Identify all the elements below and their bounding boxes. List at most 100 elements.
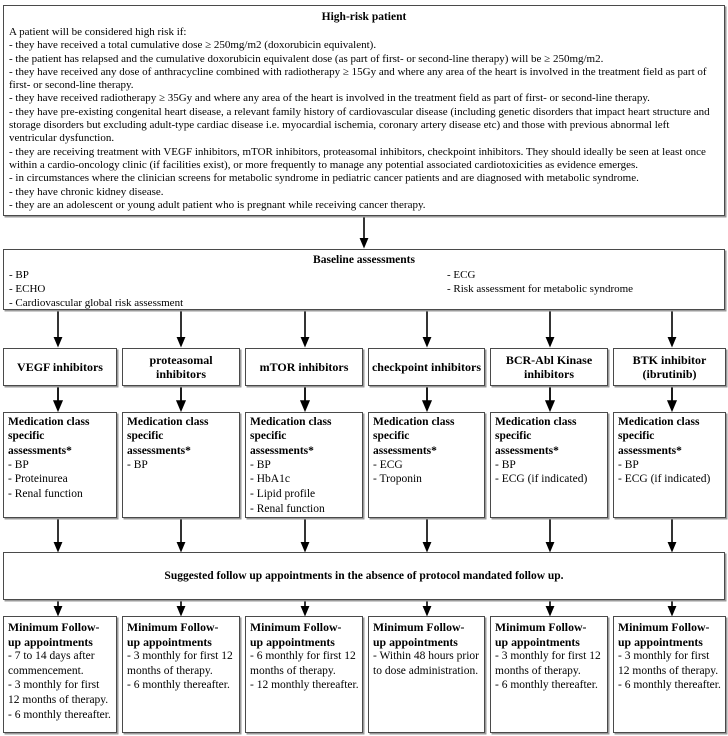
drug-class-box-mtor: mTOR inhibitors <box>245 348 363 386</box>
criterion-radiotherapy-35gy: - they have received radiotherapy ≥ 35Gy… <box>9 92 650 105</box>
criterion-relapse: - the patient has relapsed and the cumul… <box>9 52 604 65</box>
followup-box-vegf: Minimum Follow- up appointments - 7 to 1… <box>3 616 117 733</box>
followup-header-line: up appointments <box>495 634 580 649</box>
baseline-item-cv-risk: - Cardiovascular global risk assessment <box>9 297 184 309</box>
drug-class-label: proteasomal inhibitors <box>149 352 213 382</box>
followup-box-checkpoint: Minimum Follow- up appointments - Within… <box>368 616 485 733</box>
followup-item: - 7 to 14 days after commencement. <box>8 650 95 677</box>
medication-assessments-box-vegf: Medication class specific assessments* -… <box>3 412 117 518</box>
followup-box-proteasomal: Minimum Follow- up appointments - 3 mont… <box>122 616 240 733</box>
med-header-line: specific <box>250 430 287 443</box>
followup-item: - 6 monthly for first 12 months of thera… <box>250 650 356 677</box>
drug-class-label: BTK inhibitor (ibrutinib) <box>632 352 707 382</box>
drug-class-box-checkpoint: checkpoint inhibitors <box>368 348 485 386</box>
suggested-followup-box: Suggested follow up appointments in the … <box>3 552 725 600</box>
med-header-line: Medication class <box>373 416 455 428</box>
med-item: - ECG (if indicated) <box>618 473 711 486</box>
med-header-line: assessments* <box>250 444 314 457</box>
drug-class-label: VEGF inhibitors <box>17 359 103 374</box>
followup-header-line: Minimum Follow- <box>618 620 710 634</box>
med-item: - BP <box>250 458 271 471</box>
followup-box-btk: Minimum Follow- up appointments - 3 mont… <box>613 616 726 733</box>
baseline-item-echo: - ECHO <box>9 283 46 295</box>
med-header-line: Medication class <box>618 416 700 428</box>
followup-item: - 6 monthly thereafter. <box>8 708 111 721</box>
drug-class-box-bcr-abl: BCR-Abl Kinase inhibitors <box>490 348 608 386</box>
drug-class-label: checkpoint inhibitors <box>371 359 482 374</box>
med-header-line: specific <box>495 430 532 443</box>
followup-item: - 3 monthly for first 12 months of thera… <box>8 679 109 706</box>
followup-header-line: up appointments <box>373 634 458 649</box>
med-item: - ECG <box>373 458 403 471</box>
followup-header-line: Minimum Follow- <box>373 620 465 634</box>
followup-item: - 6 monthly thereafter. <box>495 679 598 692</box>
med-header-line: specific <box>8 430 45 443</box>
high-risk-title: High-risk patient <box>321 11 407 23</box>
baseline-item-metabolic-risk: - Risk assessment for metabolic syndrome <box>447 283 634 295</box>
med-item: - Troponin <box>373 473 422 486</box>
followup-item: - 3 monthly for first 12 months of thera… <box>495 650 601 677</box>
med-header-line: specific <box>373 430 410 443</box>
med-header-line: Medication class <box>127 416 209 428</box>
medication-assessments-box-mtor: Medication class specific assessments* -… <box>245 412 363 518</box>
drug-class-label: BCR-Abl Kinase inhibitors <box>505 352 593 382</box>
followup-item: - 12 monthly thereafter. <box>250 679 359 692</box>
medication-assessments-box-bcr-abl: Medication class specific assessments* -… <box>490 412 608 518</box>
drug-class-label: mTOR inhibitors <box>259 359 349 374</box>
followup-header-line: up appointments <box>618 634 703 649</box>
high-risk-intro: A patient will be considered high risk i… <box>9 26 187 38</box>
suggested-followup-label: Suggested follow up appointments in the … <box>164 570 564 582</box>
followup-header-line: up appointments <box>8 634 93 649</box>
followup-header-line: up appointments <box>250 634 335 649</box>
med-item: - Renal function <box>250 502 325 515</box>
med-header-line: Medication class <box>8 416 90 428</box>
drug-class-box-proteasomal: proteasomal inhibitors <box>122 348 240 386</box>
med-item: - Lipid profile <box>250 488 316 501</box>
followup-header-line: Minimum Follow- <box>250 620 342 634</box>
baseline-right-column: - ECG - Risk assessment for metabolic sy… <box>409 268 709 310</box>
criterion-targeted-therapies: - they are receiving treatment with VEGF… <box>9 145 706 171</box>
medication-assessments-box-btk: Medication class specific assessments* -… <box>613 412 726 518</box>
med-header-line: assessments* <box>618 444 682 457</box>
baseline-item-bp: - BP <box>9 269 29 281</box>
followup-item: - 3 monthly for first 12 months of thera… <box>618 650 719 677</box>
followup-header-line: Minimum Follow- <box>495 620 587 634</box>
followup-box-bcr-abl: Minimum Follow- up appointments - 3 mont… <box>490 616 608 733</box>
baseline-left-column: - BP - ECHO - Cardiovascular global risk… <box>9 268 409 310</box>
medication-assessments-box-checkpoint: Medication class specific assessments* -… <box>368 412 485 518</box>
criterion-pregnancy: - they are an adolescent or young adult … <box>9 198 426 211</box>
med-item: - BP <box>127 458 148 471</box>
med-item: - Proteinurea <box>8 473 68 486</box>
criterion-chronic-kidney-disease: - they have chronic kidney disease. <box>9 185 164 198</box>
criterion-congenital-heart-disease: - they have pre-existing congenital hear… <box>9 105 710 145</box>
high-risk-patient-box: High-risk patient A patient will be cons… <box>3 5 725 216</box>
baseline-title: Baseline assessments <box>313 254 415 266</box>
med-item: - BP <box>618 458 639 471</box>
followup-item: - 6 monthly thereafter. <box>618 679 721 692</box>
followup-item: - 3 monthly for first 12 months of thera… <box>127 650 233 677</box>
med-header-line: assessments* <box>8 444 72 457</box>
drug-class-box-btk: BTK inhibitor (ibrutinib) <box>613 348 726 386</box>
med-header-line: assessments* <box>127 444 191 457</box>
criterion-anthracycline-radiotherapy: - they have received any dose of anthrac… <box>9 65 707 92</box>
followup-item: - 6 monthly thereafter. <box>127 679 230 692</box>
medication-assessments-box-proteasomal: Medication class specific assessments* -… <box>122 412 240 518</box>
med-header-line: specific <box>127 430 164 443</box>
med-item: - ECG (if indicated) <box>495 473 588 486</box>
criterion-dose: - they have received a total cumulative … <box>9 39 377 52</box>
followup-header-line: up appointments <box>127 634 212 649</box>
med-header-line: assessments* <box>373 444 437 457</box>
followup-header-line: Minimum Follow- <box>127 620 219 634</box>
drug-class-box-vegf: VEGF inhibitors <box>3 348 117 386</box>
followup-item: - Within 48 hours prior to dose administ… <box>373 650 480 677</box>
med-header-line: specific <box>618 430 655 443</box>
baseline-item-ecg: - ECG <box>447 269 476 281</box>
baseline-assessments-box: Baseline assessments - BP - ECHO - Cardi… <box>3 249 725 310</box>
med-item: - BP <box>495 458 516 471</box>
med-item: - BP <box>8 458 29 471</box>
followup-box-mtor: Minimum Follow- up appointments - 6 mont… <box>245 616 363 733</box>
med-item: - Renal function <box>8 488 83 501</box>
med-header-line: assessments* <box>495 444 559 457</box>
med-item: - HbA1c <box>250 473 290 486</box>
criterion-metabolic-syndrome: - in circumstances where the clinician s… <box>9 172 639 185</box>
